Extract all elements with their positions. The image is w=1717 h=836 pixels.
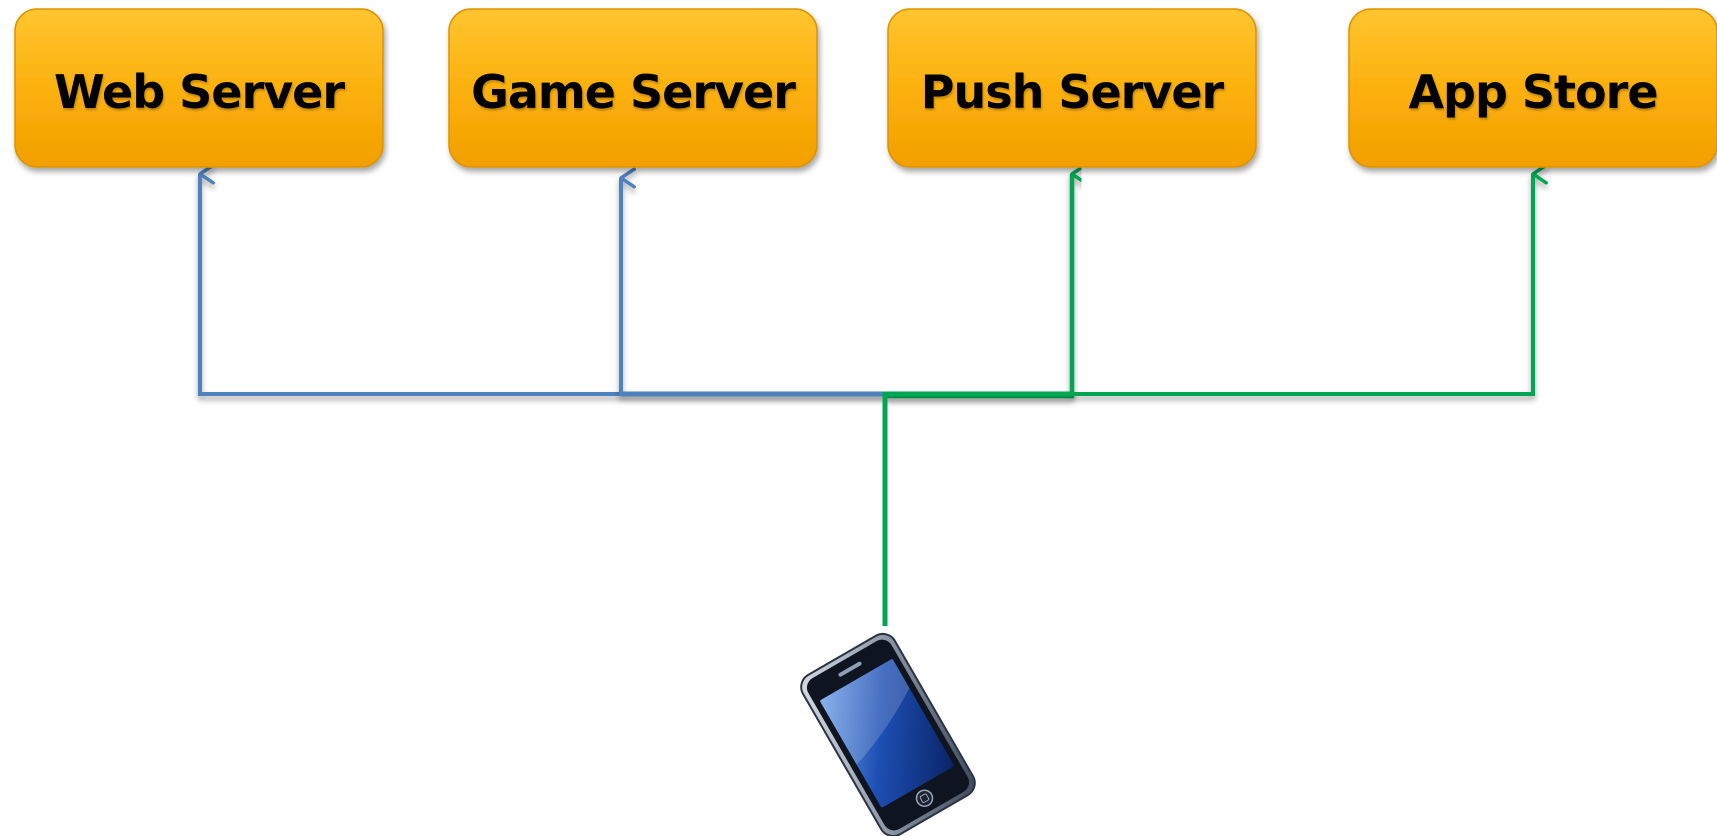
- server-label-web-server: Web Server: [54, 65, 345, 119]
- connector-app-store: [885, 163, 1548, 396]
- server-label-game-server: Game Server: [471, 65, 796, 119]
- server-label-app-store: App Store: [1408, 65, 1657, 119]
- connector-push-server: [885, 163, 1087, 399]
- server-box-game-server: Game Server: [448, 8, 818, 168]
- server-label-push-server: Push Server: [921, 65, 1225, 119]
- server-box-web-server: Web Server: [14, 8, 384, 168]
- connector-game-server: [619, 167, 885, 396]
- connector-trunk: [882, 391, 1072, 626]
- server-box-app-store: App Store: [1348, 8, 1717, 168]
- connectors: [198, 163, 1548, 626]
- connector-web-server: [198, 163, 885, 396]
- smartphone-icon: [800, 632, 976, 836]
- server-box-push-server: Push Server: [887, 8, 1257, 168]
